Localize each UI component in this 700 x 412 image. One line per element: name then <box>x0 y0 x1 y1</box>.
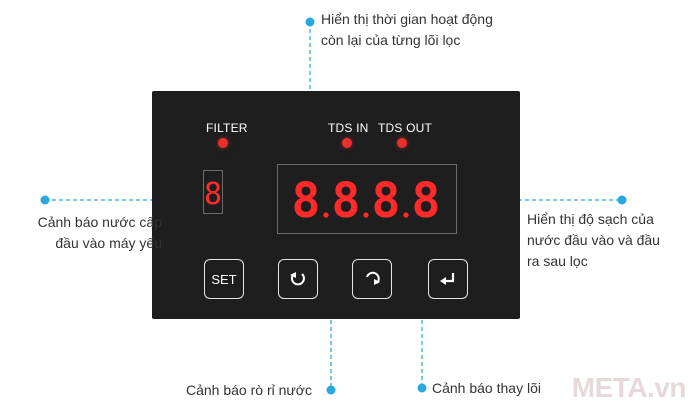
digit-1: 8 <box>292 173 321 229</box>
main-seven-segment-display: 8 8 8 8 <box>292 173 441 229</box>
leader-dot-bottom-left <box>326 385 336 395</box>
leader-dot-left <box>40 195 50 205</box>
filter-seven-segment-digit: 8 <box>204 177 222 212</box>
callout-left-line-2: đầu vào máy yếu <box>55 235 162 251</box>
rotate-cw-icon <box>366 271 380 285</box>
tds-out-label: TDS OUT <box>378 121 433 135</box>
filter-digit-display: 8 <box>203 170 223 214</box>
leader-dot-bottom-right <box>417 383 427 393</box>
brand-logo-text: META.vn <box>571 372 687 403</box>
decimal-point-1 <box>323 212 329 218</box>
filter-indicator-led <box>218 138 228 148</box>
tds-in-indicator-led <box>342 138 352 148</box>
decimal-point-2 <box>363 212 369 218</box>
callout-right-line-1: Hiển thị độ sạch của <box>527 211 654 227</box>
set-button-label: SET <box>211 271 237 287</box>
callout-left-line-1: Cảnh báo nước cấp <box>37 214 162 230</box>
digit-2: 8 <box>332 173 361 229</box>
rotate-ccw-icon <box>290 272 305 286</box>
digit-3: 8 <box>372 173 401 229</box>
leader-dot-right <box>617 195 627 205</box>
set-button[interactable]: SET <box>204 259 244 299</box>
tds-in-label: TDS IN <box>328 121 369 135</box>
callout-right: Hiển thị độ sạch của nước đầu vào và đầu… <box>527 209 660 272</box>
digit-4: 8 <box>412 173 441 229</box>
main-digit-display: 8 8 8 8 <box>277 164 457 234</box>
enter-button[interactable] <box>428 259 468 299</box>
callout-top: Hiển thị thời gian hoạt động còn lại của… <box>321 9 493 51</box>
control-panel: FILTER TDS IN TDS OUT 8 8 8 8 8 SET <box>152 91 520 319</box>
leader-dot-top <box>305 17 315 27</box>
callout-right-line-2: nước đầu vào và đầu <box>527 232 660 248</box>
callout-right-line-3: ra sau lọc <box>527 253 588 269</box>
callout-top-line-2: còn lại của từng lõi lọc <box>321 32 461 48</box>
callout-left: Cảnh báo nước cấp đầu vào máy yếu <box>10 212 162 254</box>
filter-label: FILTER <box>206 121 248 135</box>
filter-digit-text: 8 <box>204 177 222 212</box>
enter-return-icon <box>440 273 455 285</box>
callout-top-line-1: Hiển thị thời gian hoạt động <box>321 11 493 27</box>
rotate-right-button[interactable] <box>352 259 392 299</box>
rotate-left-button[interactable] <box>278 259 318 299</box>
callout-bottom-right: Cảnh báo thay lõi <box>432 380 541 396</box>
tds-out-indicator-led <box>397 138 407 148</box>
callout-bottom-left: Cảnh báo rò rỉ nước <box>186 382 312 398</box>
decimal-point-3 <box>403 212 409 218</box>
